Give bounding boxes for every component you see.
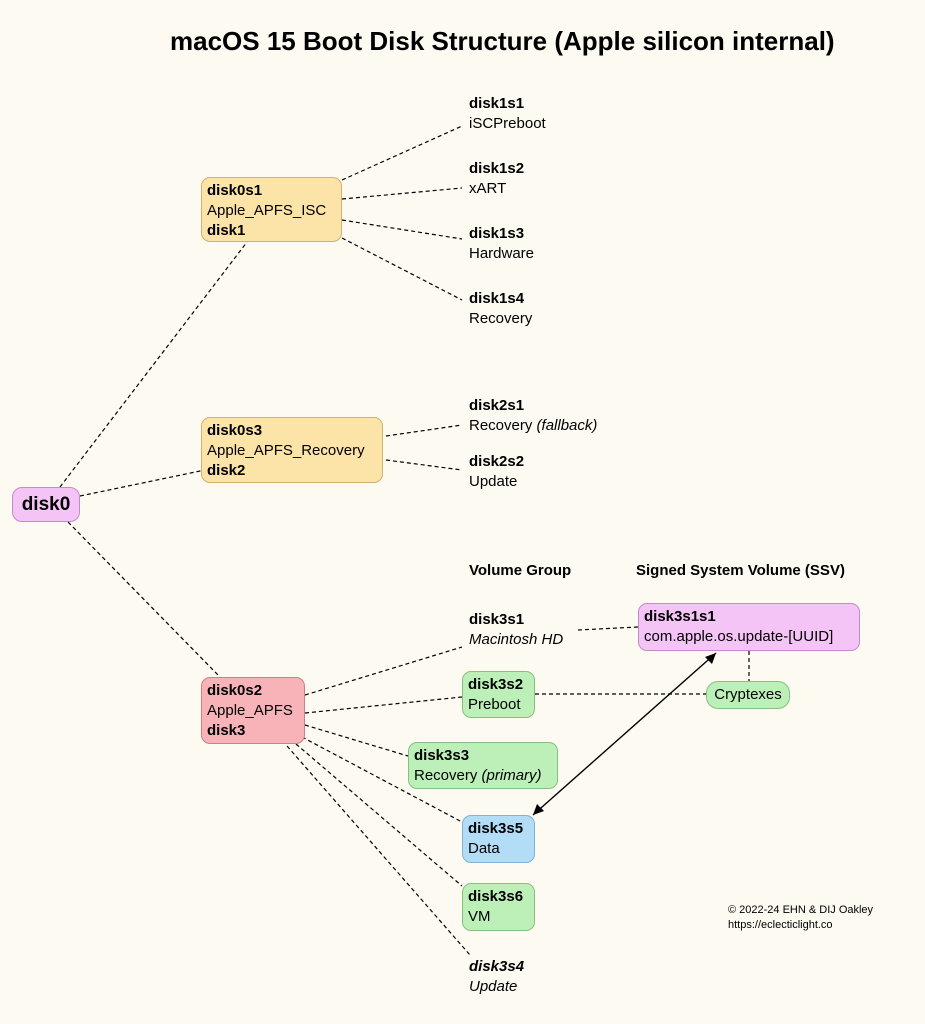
disk3s3-id: disk3s3 [414, 747, 470, 764]
arrow-head-data [533, 804, 544, 815]
connector-disk2s2 [385, 459, 463, 471]
disk3s4-name: Update [469, 978, 518, 995]
disk3s5-node: disk3s5 Data [462, 815, 535, 863]
disk3s3-name-line: Recovery (primary) [414, 766, 552, 786]
disk3s1-name: Macintosh HD [469, 631, 564, 648]
disk3s6-node: disk3s6 VM [462, 883, 535, 931]
disk2s2-name: Update [469, 473, 518, 490]
disk3s4-id: disk3s4 [469, 958, 525, 975]
disk0-label: disk0 [21, 494, 71, 515]
copyright: © 2022-24 EHN & DIJ Oakley https://eclec… [728, 903, 873, 933]
disk3s1s1-id: disk3s1s1 [644, 608, 716, 625]
disk1s3-id: disk1s3 [469, 225, 525, 242]
connector-disk0-disk0s2 [67, 521, 221, 678]
disk1s1-item: disk1s1 iSCPreboot [469, 94, 546, 134]
disk3s6-name: VM [468, 908, 491, 925]
disk1s4-id: disk1s4 [469, 290, 525, 307]
disk3s1s1-name: com.apple.os.update-[UUID] [644, 628, 834, 645]
disk2s2-id: disk2s2 [469, 453, 525, 470]
disk0s3-label: disk0s3 [207, 422, 263, 439]
disk3s3-note: (primary) [481, 767, 542, 784]
disk1s1-name: iSCPreboot [469, 115, 546, 132]
disk0s2-type: Apple_APFS [207, 702, 293, 719]
disk0-node: disk0 [12, 487, 80, 522]
disk3s3-name: Recovery [414, 767, 478, 784]
disk0s1-node: disk0s1 Apple_APFS_ISC disk1 [201, 177, 342, 242]
disk0s1-type: Apple_APFS_ISC [207, 202, 327, 219]
disk2s1-id: disk2s1 [469, 397, 525, 414]
copyright-line: © 2022-24 EHN & DIJ Oakley [728, 904, 874, 916]
disk3s1-id: disk3s1 [469, 611, 525, 628]
disk3s2-name: Preboot [468, 696, 521, 713]
disk3s6-id: disk3s6 [468, 888, 524, 905]
connector-disk1s3 [341, 219, 463, 240]
disk3s1s1-node: disk3s1s1 com.apple.os.update-[UUID] [638, 603, 860, 651]
disk0s2-node: disk0s2 Apple_APFS disk3 [201, 677, 305, 744]
connector-disk1s4 [341, 237, 463, 301]
website-url: https://eclecticlight.co [728, 919, 833, 931]
connector-disk2s1 [385, 424, 463, 437]
connector-disk1s1 [341, 125, 463, 181]
connector-disk0-disk0s1 [59, 241, 248, 488]
disk1s2-item: disk1s2 xART [469, 159, 524, 199]
disk3s4-item: disk3s4 Update [469, 957, 524, 997]
disk2s1-item: disk2s1 Recovery (fallback) [469, 396, 597, 436]
disk3-label: disk3 [207, 722, 246, 739]
diagram-title: macOS 15 Boot Disk Structure (Apple sili… [170, 26, 835, 56]
disk2s1-note: (fallback) [536, 417, 598, 434]
disk2s2-item: disk2s2 Update [469, 452, 524, 492]
disk1s2-name: xART [469, 180, 507, 197]
cryptexes-label: Cryptexes [714, 686, 782, 703]
volume-group-header: Volume Group [469, 562, 572, 579]
disk1-label: disk1 [207, 222, 246, 239]
disk1s1-id: disk1s1 [469, 95, 525, 112]
connector-macintoshhd-ssv [577, 626, 639, 631]
disk2s1-name: Recovery [469, 417, 533, 434]
disk3s3-node: disk3s3 Recovery (primary) [408, 742, 558, 789]
connector-disk3s5 [301, 736, 463, 823]
ssv-header: Signed System Volume (SSV) [636, 562, 845, 579]
disk0s3-node: disk0s3 Apple_APFS_Recovery disk2 [201, 417, 383, 483]
connector-disk3s2 [304, 696, 463, 714]
connector-disk3s3 [304, 724, 409, 757]
connector-disk3s6 [295, 743, 463, 887]
disk1s4-item: disk1s4 Recovery [469, 289, 532, 329]
disk1s4-name: Recovery [469, 310, 533, 327]
disk0s1-label: disk0s1 [207, 182, 263, 199]
disk0s2-label: disk0s2 [207, 682, 263, 699]
arrow-data-ssv [532, 652, 717, 816]
disk1s3-name: Hardware [469, 245, 535, 262]
connector-disk0-disk0s3 [79, 469, 206, 497]
disk3s2-id: disk3s2 [468, 676, 524, 693]
disk3s2-node: disk3s2 Preboot [462, 671, 535, 718]
disk1s3-item: disk1s3 Hardware [469, 224, 534, 264]
connector-disk3s4 [286, 745, 471, 956]
disk1s2-id: disk1s2 [469, 160, 525, 177]
arrow-head-ssv [705, 653, 716, 664]
disk2s1-name-line: Recovery (fallback) [469, 416, 597, 436]
connector-disk1s2 [341, 187, 463, 200]
disk3s5-name: Data [468, 840, 500, 857]
disk3s1-item: disk3s1 Macintosh HD [469, 610, 563, 650]
disk0s3-type: Apple_APFS_Recovery [207, 442, 365, 459]
connector-disk3s1 [304, 646, 463, 696]
disk2-label: disk2 [207, 462, 246, 479]
disk3s5-id: disk3s5 [468, 820, 524, 837]
cryptexes-node: Cryptexes [706, 681, 790, 709]
